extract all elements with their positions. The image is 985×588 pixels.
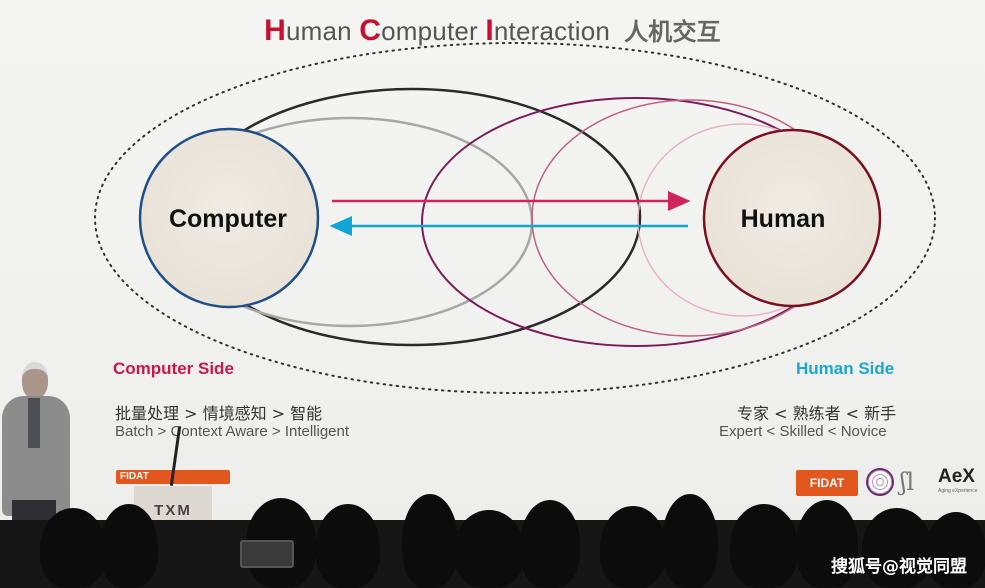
audience-head (316, 504, 380, 588)
audience-head (100, 504, 158, 588)
slide-title: Human Computer Interaction 人机交互 (0, 12, 985, 48)
partner-logos: FIDAT ʃl AeX Aging eXperience (796, 466, 985, 500)
fidat-logo-right: FIDAT (796, 470, 858, 496)
computer-side-english: Batch > Context Aware > Intelligent (115, 423, 350, 440)
audience-head (40, 508, 106, 588)
watermark: 搜狐号@视觉同盟 (831, 557, 967, 577)
podium-logo: TXM (154, 502, 192, 519)
computer-side-label: Computer Side (113, 359, 234, 378)
audience-head (662, 494, 718, 588)
computer-circle (138, 127, 320, 309)
human-side-chinese: 专家 < 熟练者 < 新手 (737, 404, 897, 423)
hci-diagram: Computer Human (94, 42, 936, 394)
audience-head (402, 494, 458, 588)
computer-side-chinese: 批量处理 > 情境感知 > 智能 (115, 404, 323, 423)
audience-head (926, 512, 985, 588)
human-side-english: Expert < Skilled < Novice (719, 423, 887, 440)
fidat-logo-right-text: FIDAT (809, 476, 845, 490)
presenter-head (22, 362, 48, 399)
human-node-label: Human (741, 205, 826, 233)
title-initial-h: H (264, 14, 286, 47)
human-side-label: Human Side (796, 359, 895, 378)
audience-head (520, 500, 580, 588)
aex-logo-subtext: Aging eXperience (938, 488, 978, 494)
outer-dotted-ellipse (94, 42, 936, 394)
aex-logo-text: AeX (938, 466, 975, 487)
audience-phone (240, 540, 294, 568)
audience-head (796, 500, 858, 588)
university-seal-icon (866, 468, 894, 496)
aex-logo: AeX Aging eXperience (938, 466, 984, 494)
title-chinese: 人机交互 (624, 18, 721, 46)
computer-node-label: Computer (169, 205, 287, 233)
audience-head (862, 508, 932, 588)
audience-head (730, 504, 798, 588)
title-word-human: uman (285, 16, 360, 46)
presenter-shirt (28, 398, 40, 448)
audience-head (600, 506, 666, 588)
title-initial-i: I (485, 14, 494, 47)
fidat-logo-left-text: FIDAT (120, 471, 149, 482)
title-initial-c: C (359, 14, 382, 47)
audience-head (454, 510, 524, 588)
rl-mark-icon: ʃl (900, 468, 915, 496)
human-circle (702, 128, 882, 308)
title-word-interaction: nteraction (493, 16, 611, 46)
title-word-computer: omputer (381, 16, 486, 46)
